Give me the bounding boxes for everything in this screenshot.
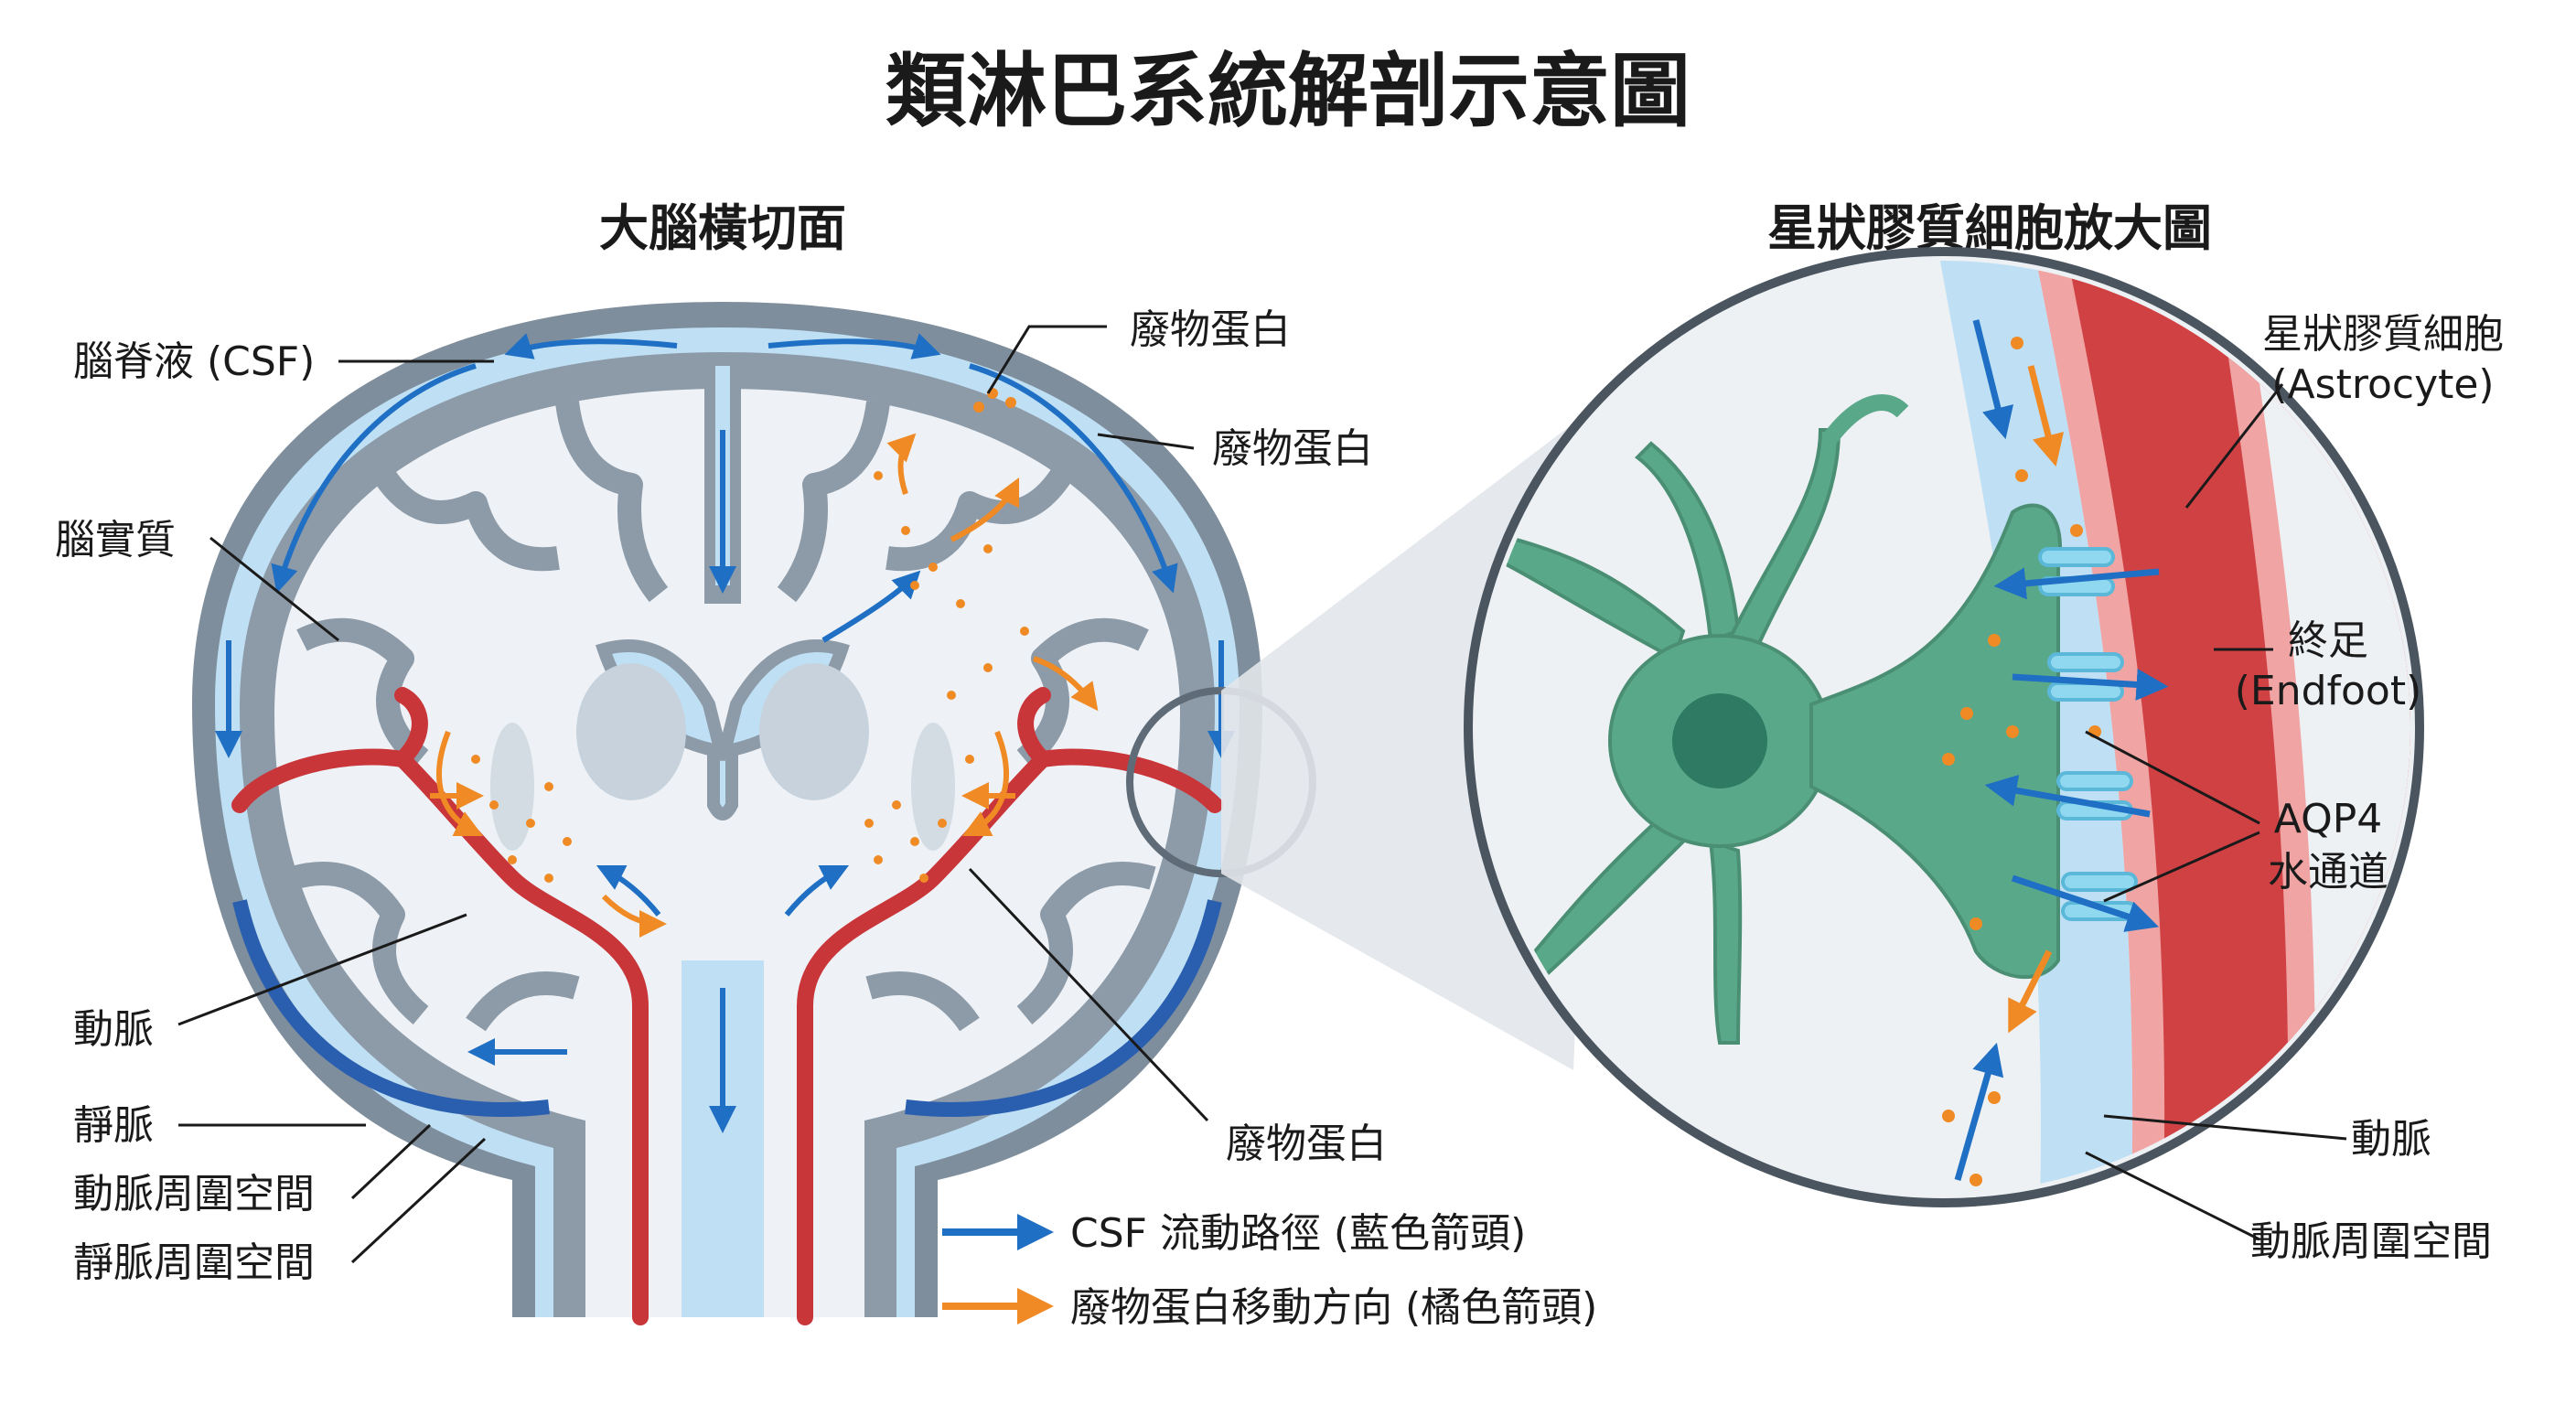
label-waste-protein-3: 廢物蛋白 xyxy=(1226,1121,1387,1167)
brain-cross-section xyxy=(192,302,1316,1325)
artery-vessels xyxy=(231,687,1223,1325)
label-aqp4: AQP4 xyxy=(2274,796,2383,842)
label-vein: 靜脈 xyxy=(73,1102,154,1149)
legend: CSF 流動路徑 (藍色箭頭) 廢物蛋白移動方向 (橘色箭頭) xyxy=(942,1210,1597,1331)
right-panel-heading: 星狀膠質細胞放大圖 xyxy=(1767,199,2212,257)
brain-parenchyma xyxy=(274,389,1180,1317)
label-csf: 腦脊液 (CSF) xyxy=(73,338,315,385)
leader-lines xyxy=(177,325,2347,1264)
label-artery: 動脈 xyxy=(73,1006,154,1053)
vein-vessel xyxy=(232,899,550,1117)
label-astrocyte: 星狀膠質細胞 xyxy=(2262,311,2504,358)
label-astrocyte-en: (Astrocyte) xyxy=(2271,361,2494,408)
astrocyte-cell xyxy=(1477,394,2062,1045)
label-perivenous-space: 靜脈周圍空間 xyxy=(73,1239,315,1286)
label-endfoot: 終足 xyxy=(2288,617,2368,664)
page-title: 類淋巴系統解剖示意圖 xyxy=(886,44,1690,138)
label-periarterial-right: 動脈周圍空間 xyxy=(2250,1218,2492,1265)
label-artery-right: 動脈 xyxy=(2351,1116,2431,1163)
label-endfoot-en: (Endfoot) xyxy=(2235,668,2422,714)
legend-waste-move: 廢物蛋白移動方向 (橘色箭頭) xyxy=(1070,1284,1597,1331)
legend-csf-flow: CSF 流動路徑 (藍色箭頭) xyxy=(1070,1210,1526,1257)
label-periarterial-space: 動脈周圍空間 xyxy=(73,1171,315,1217)
label-waste-protein-1: 廢物蛋白 xyxy=(1130,306,1291,353)
label-parenchyma: 腦實質 xyxy=(55,517,176,563)
magnified-view-border xyxy=(1464,247,2424,1207)
label-aqp4-channel: 水通道 xyxy=(2268,849,2388,896)
label-waste-protein-2: 廢物蛋白 xyxy=(1212,425,1373,472)
left-panel-heading: 大腦橫切面 xyxy=(599,199,846,257)
